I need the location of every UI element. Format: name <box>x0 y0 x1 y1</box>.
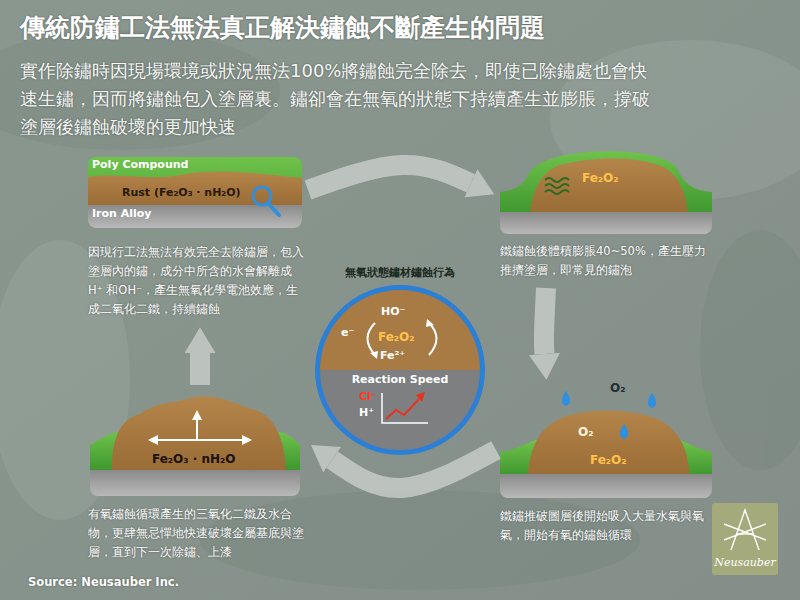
rust-mound <box>112 396 286 471</box>
rust-blister <box>530 158 688 213</box>
title: 傳統防鏽工法無法真正解決鏽蝕不斷產生的問題 <box>20 12 545 43</box>
gas-label: O₂ <box>610 381 625 396</box>
water-drops <box>562 391 656 439</box>
pressure-wave <box>545 190 569 194</box>
ion-label: Cl⁻ <box>359 390 377 404</box>
chart-axes <box>382 393 428 423</box>
layer-label: Rust (Fe₂O₃ · nH₂O) <box>122 186 241 200</box>
ion-label: H⁺ <box>359 406 374 420</box>
chem-formula: Fe₂O₂ <box>590 453 627 468</box>
pressure-wave <box>545 178 569 182</box>
stage-panel: Fe₂O₂ 鐵鏽蝕後體積膨脹40~50%，產生壓力推擠塗層，即常見的鏽泡 <box>496 150 716 288</box>
gas-label: O₂ <box>578 425 593 440</box>
stage-caption: 鐵鏽推破圖層後開始吸入大量水氣與氧氣，開始有氧的鏽蝕循環 <box>500 507 714 545</box>
cross-section <box>500 411 712 498</box>
cycle-arc <box>368 323 376 355</box>
cycle-arrowhead <box>370 351 378 359</box>
logo-stroke <box>731 510 759 550</box>
magnifier-icon <box>253 187 279 215</box>
cycle-arrow <box>190 353 210 385</box>
iron-layer <box>88 205 302 228</box>
coating-layer <box>88 157 302 228</box>
cycle-arrowhead <box>426 319 434 327</box>
cross-section <box>500 151 712 234</box>
arrow-head <box>148 435 158 445</box>
source-note: Source: Neusauber Inc. <box>28 575 179 589</box>
pressure-wave <box>545 184 569 188</box>
rust-half <box>315 285 485 370</box>
stage-panel: Poly CompoundRust (Fe₂O₃ · nH₂O) Iron All… <box>86 155 308 327</box>
chem-formula: Fe₂O₃ · nH₂O <box>152 452 236 467</box>
metal-half <box>315 370 485 455</box>
water-drop <box>562 391 570 406</box>
logo-stroke <box>724 524 766 540</box>
stage-panel: Fe₂O₃ · nH₂O 有氧鏽蝕循環產生的三氧化二鐵及水合物，更肆無忌憚地快速破… <box>86 385 308 570</box>
logo-tile <box>712 503 778 575</box>
ion-label: e⁻ <box>341 326 354 340</box>
speed-arrowhead <box>416 392 425 402</box>
ion-label: HO⁻ <box>381 305 405 319</box>
speed-line <box>386 399 419 419</box>
circle-border <box>318 288 483 453</box>
layer-label: Iron Alloy <box>92 207 152 221</box>
magnifier-handle <box>268 203 279 215</box>
chem-formula: Fe₂O₂ <box>582 171 619 186</box>
cycle-arc <box>429 323 437 355</box>
reaction-circle: 無氧狀態鏽材鏽蝕行為HO⁻e⁻Fe₂O₂Fe²⁺Reaction SpeedCl… <box>315 285 485 455</box>
chart-label: Reaction Speed <box>315 373 485 387</box>
texture-blotch <box>700 230 800 470</box>
iron-layer <box>500 212 712 234</box>
rust-layer <box>88 171 302 206</box>
water-drop <box>620 424 628 439</box>
subtitle-text: 實作除鏽時因現場環境或狀況無法100%將鏽蝕完全除去，即使已除鏽處也會快速生鏽，… <box>20 57 660 141</box>
cycle-arrow <box>308 165 471 190</box>
ion-label: Fe²⁺ <box>380 349 405 363</box>
rust-mound <box>528 411 690 476</box>
logo-mark <box>724 510 766 550</box>
cross-section <box>90 396 300 496</box>
cycle-arrow <box>332 450 496 488</box>
arrow-head <box>242 435 252 445</box>
arrow-shaft <box>196 418 198 440</box>
chem-formula: Fe₂O₂ <box>378 330 415 345</box>
circle-fill <box>315 285 485 455</box>
iron-layer <box>90 470 300 496</box>
arrow-shaft <box>156 439 244 441</box>
stage-panel: O₂ O₂ Fe₂O₂ 鐵鏽推破圖層後開始吸入大量水氣與氧氣，開始有氧的鏽蝕循環 <box>496 380 716 553</box>
layer-label: Poly Compound <box>92 158 188 172</box>
iron-layer <box>500 474 712 498</box>
background-texture <box>0 30 800 590</box>
logo-stroke <box>724 524 766 540</box>
stage-caption: 因現行工法無法有效完全去除鏽層，包入塗層內的鏽，成分中所含的水會解離成H⁺ 和O… <box>88 243 306 319</box>
cycle-arrows <box>200 165 546 488</box>
logo-text: Neusauber <box>712 556 778 570</box>
circle-heading: 無氧狀態鏽材鏽蝕行為 <box>315 266 485 280</box>
water-drop <box>648 393 656 408</box>
expansion-arrows <box>148 410 252 445</box>
stage-caption: 鐵鏽蝕後體積膨脹40~50%，產生壓力推擠塗層，即常見的鏽泡 <box>500 242 714 280</box>
cross-section <box>88 157 302 228</box>
logo <box>712 503 778 575</box>
cycle-arrow <box>544 288 546 354</box>
pressure-marks <box>545 178 569 194</box>
stage-caption: 有氧鏽蝕循環產生的三氧化二鐵及水合物，更肆無忌憚地快速破壞金屬基底與塗層，直到下… <box>88 505 306 562</box>
arrow-head <box>192 410 202 420</box>
coating-layer <box>500 151 712 214</box>
